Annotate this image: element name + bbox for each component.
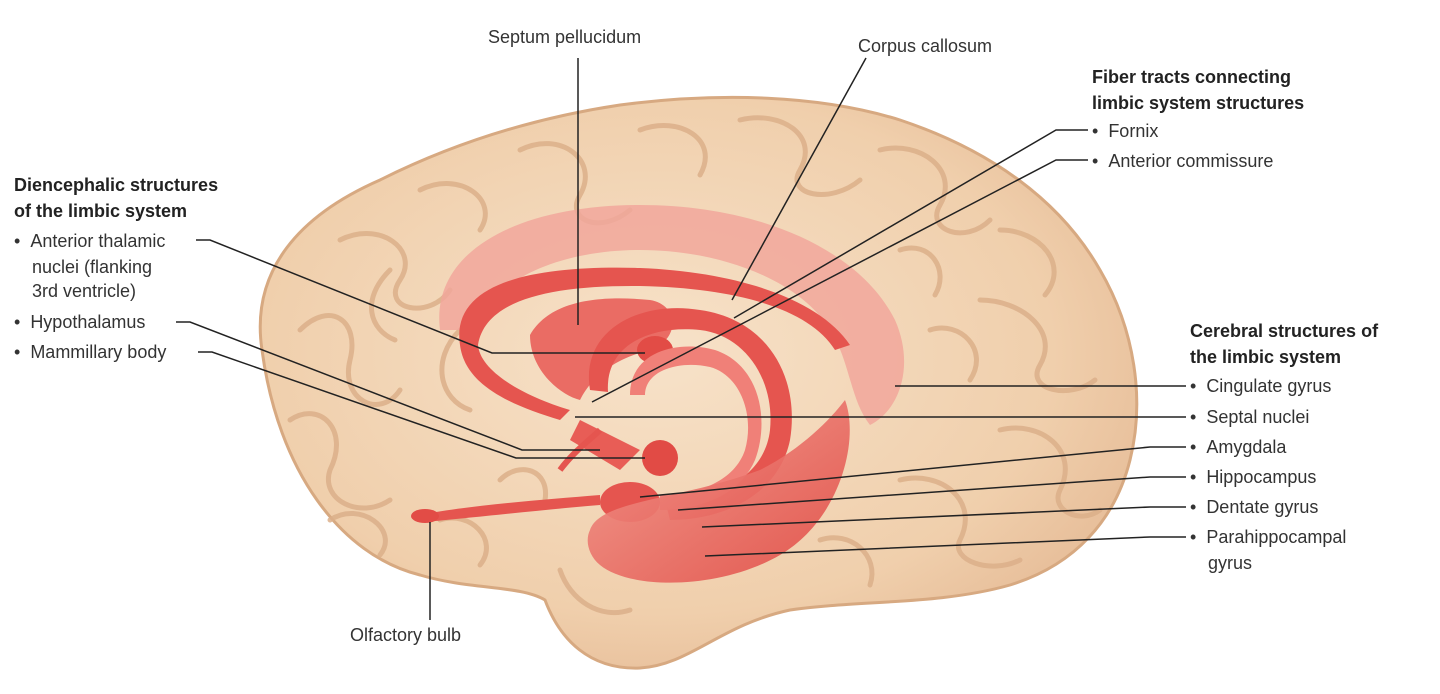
label-anterior-thalamic-3: 3rd ventricle) (32, 281, 137, 301)
diencephalic-heading-1: Diencephalic structures (14, 175, 219, 195)
label-anterior-thalamic-1: Anterior thalamic (14, 228, 165, 254)
label-parahippocampal-2: gyrus (1208, 553, 1253, 573)
label-anterior-thalamic-2: nuclei (flanking (32, 257, 153, 277)
cerebral-heading-2: the limbic system (1190, 347, 1342, 367)
olfactory-tract (420, 495, 600, 522)
label-dentate-gyrus: Dentate gyrus (1190, 494, 1318, 520)
brain-outline (258, 95, 1139, 670)
dentate-shape (630, 346, 762, 510)
label-amygdala: Amygdala (1190, 434, 1286, 460)
label-olfactory-bulb: Olfactory bulb (350, 625, 462, 645)
gyri-texture (287, 115, 1103, 616)
cerebral-heading-1: Cerebral structures of (1190, 321, 1379, 341)
cingulate-gyrus-shape (439, 205, 905, 425)
label-cingulate-gyrus: Cingulate gyrus (1190, 373, 1331, 399)
label-corpus-callosum: Corpus callosum (858, 36, 993, 56)
mammillary-shape (642, 440, 678, 476)
olfactory-bulb-shape (411, 509, 439, 523)
label-hypothalamus: Hypothalamus (14, 309, 145, 335)
parahippocampal-shape (587, 400, 850, 583)
label-fornix: Fornix (1092, 118, 1158, 144)
fiber-tracts-heading-2: limbic system structures (1092, 93, 1305, 113)
label-anterior-commissure: Anterior commissure (1092, 148, 1273, 174)
label-septum-pellucidum: Septum pellucidum (488, 27, 642, 47)
label-hippocampus: Hippocampus (1190, 464, 1316, 490)
label-parahippocampal-1: Parahippocampal (1190, 524, 1346, 550)
fiber-tracts-heading-1: Fiber tracts connecting (1092, 67, 1292, 87)
label-septal-nuclei: Septal nuclei (1190, 404, 1309, 430)
diencephalic-heading-2: of the limbic system (14, 201, 188, 221)
label-mammillary-body: Mammillary body (14, 339, 166, 365)
leader-lines (176, 57, 1186, 620)
